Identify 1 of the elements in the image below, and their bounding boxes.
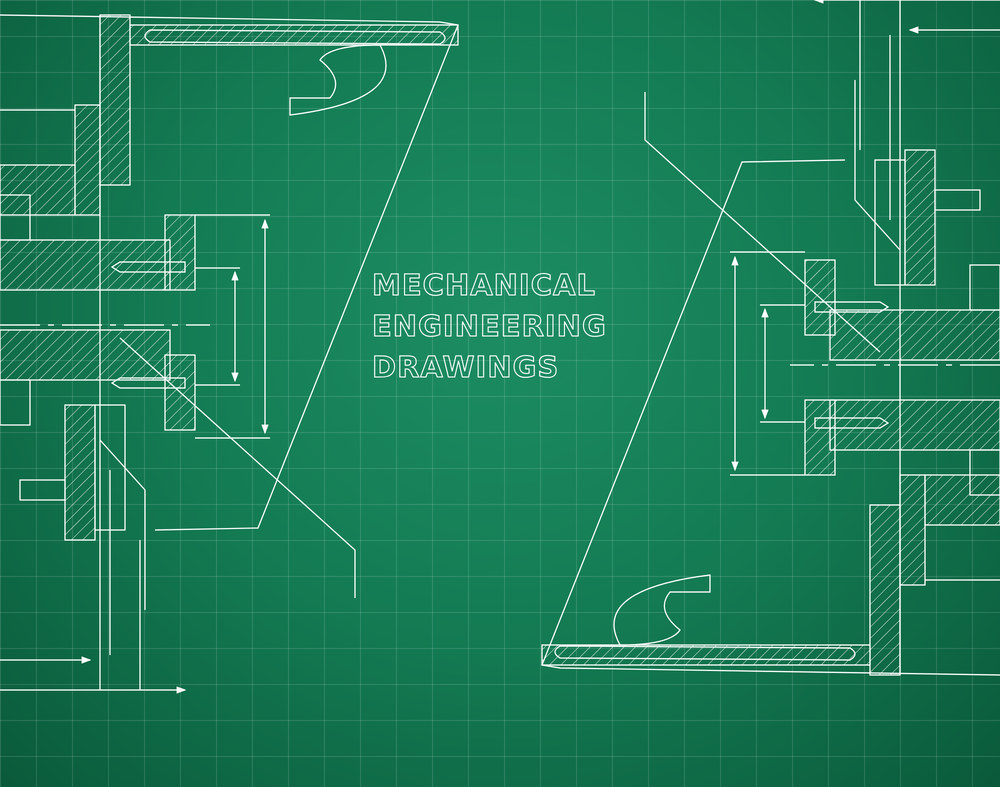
title: MECHANICAL ENGINEERING DRAWINGS [372, 267, 607, 386]
